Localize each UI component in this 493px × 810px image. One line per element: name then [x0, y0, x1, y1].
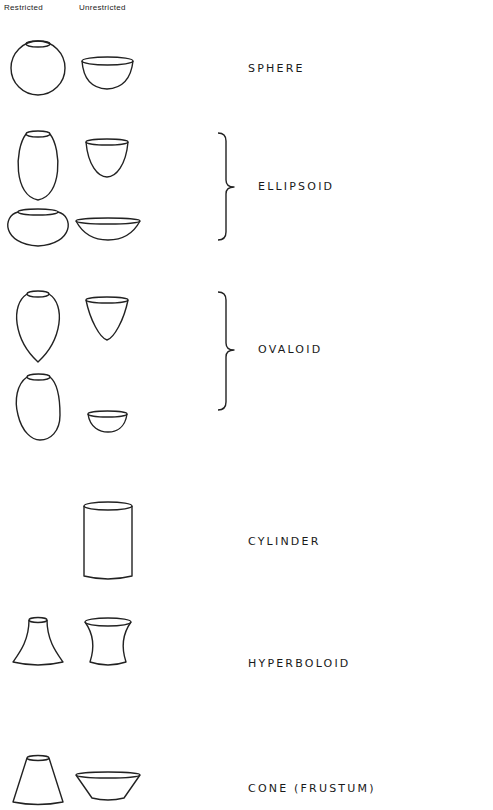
- column-heading: Unrestricted: [79, 3, 126, 12]
- sphere-vessels: [11, 41, 133, 95]
- hyperboloid-vessels: [13, 618, 131, 666]
- ellipsoid-vessels: [8, 131, 140, 246]
- shape-name: SPHERE: [248, 62, 305, 75]
- shape-name: CYLINDER: [248, 535, 320, 548]
- shape-name: HYPERBOLOID: [248, 657, 351, 670]
- ovaloid-vessels: [16, 291, 128, 440]
- shape-name: OVALOID: [258, 343, 322, 356]
- shape-name: CONE (FRUSTUM): [248, 782, 376, 795]
- cone-vessels: [13, 756, 140, 805]
- shape-name: ELLIPSOID: [258, 180, 334, 193]
- cylinder-vessel: [84, 502, 132, 579]
- group-bracket: [218, 133, 234, 240]
- column-heading: Restricted: [4, 3, 43, 12]
- group-bracket: [218, 292, 234, 410]
